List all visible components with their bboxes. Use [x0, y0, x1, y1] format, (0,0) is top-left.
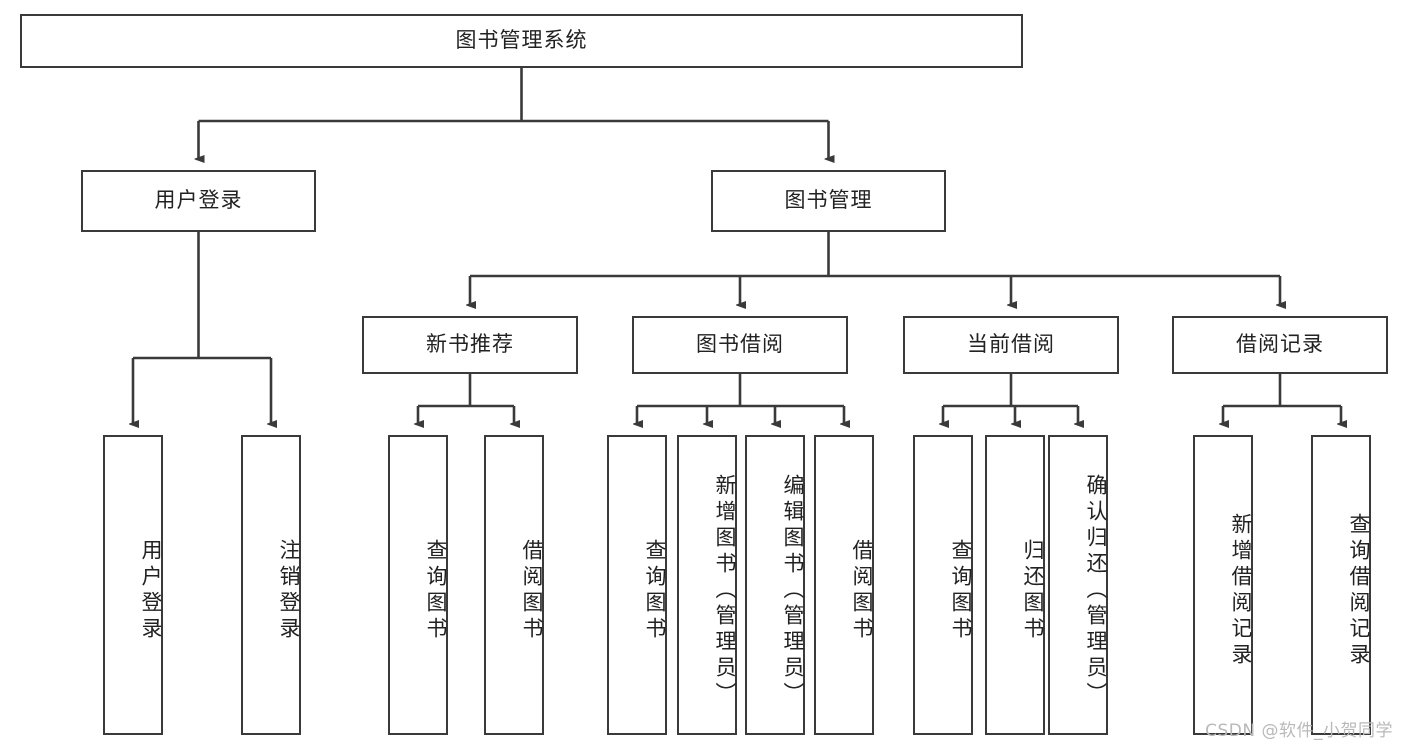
node-label: 借阅图书: [850, 539, 874, 643]
node-label: 图书管理系统: [455, 28, 588, 53]
leaf-borrow-borrow-book[interactable]: 借阅图书: [814, 435, 874, 735]
node-label: 新书推荐: [426, 332, 514, 357]
node-label: 查询借阅记录: [1347, 513, 1371, 669]
leaf-record-add[interactable]: 新增借阅记录: [1193, 435, 1253, 735]
node-book-management[interactable]: 图书管理: [711, 170, 946, 232]
watermark: CSDN @软件_小贺同学: [1205, 721, 1393, 741]
node-label: 图书管理: [784, 188, 873, 213]
leaf-record-query[interactable]: 查询借阅记录: [1311, 435, 1371, 735]
node-label: 查询图书: [424, 539, 448, 643]
leaf-borrow-add-book[interactable]: 新增图书（管理员）: [677, 435, 737, 735]
leaf-current-query-book[interactable]: 查询图书: [913, 435, 973, 735]
node-label: 借阅记录: [1236, 332, 1324, 357]
node-label: 新增图书（管理员）: [713, 474, 737, 708]
node-label: 查询图书: [949, 539, 973, 643]
node-label: 归还图书: [1021, 539, 1045, 643]
node-borrow-record[interactable]: 借阅记录: [1172, 316, 1388, 374]
leaf-borrow-query-book[interactable]: 查询图书: [607, 435, 667, 735]
node-label: 确认归还（管理员）: [1084, 474, 1108, 708]
node-label: 用户登录: [139, 539, 163, 643]
node-current-borrow[interactable]: 当前借阅: [903, 316, 1119, 374]
leaf-user-login[interactable]: 用户登录: [103, 435, 163, 735]
leaf-recommend-borrow-book[interactable]: 借阅图书: [484, 435, 544, 735]
leaf-borrow-edit-book[interactable]: 编辑图书（管理员）: [745, 435, 805, 735]
node-book-borrow[interactable]: 图书借阅: [632, 316, 848, 374]
leaf-current-confirm-return[interactable]: 确认归还（管理员）: [1048, 435, 1108, 735]
node-label: 用户登录: [154, 188, 243, 213]
node-label: 图书借阅: [696, 332, 784, 357]
node-root[interactable]: 图书管理系统: [20, 14, 1023, 68]
node-label: 编辑图书（管理员）: [781, 474, 805, 708]
leaf-user-logout[interactable]: 注销登录: [241, 435, 301, 735]
node-new-book-recommend[interactable]: 新书推荐: [362, 316, 578, 374]
node-label: 新增借阅记录: [1229, 513, 1253, 669]
leaf-current-return-book[interactable]: 归还图书: [985, 435, 1045, 735]
leaf-recommend-query-book[interactable]: 查询图书: [388, 435, 448, 735]
node-label: 注销登录: [277, 539, 301, 643]
node-label: 借阅图书: [520, 539, 544, 643]
node-label: 查询图书: [643, 539, 667, 643]
node-label: 当前借阅: [967, 332, 1055, 357]
node-user-login[interactable]: 用户登录: [81, 170, 316, 232]
